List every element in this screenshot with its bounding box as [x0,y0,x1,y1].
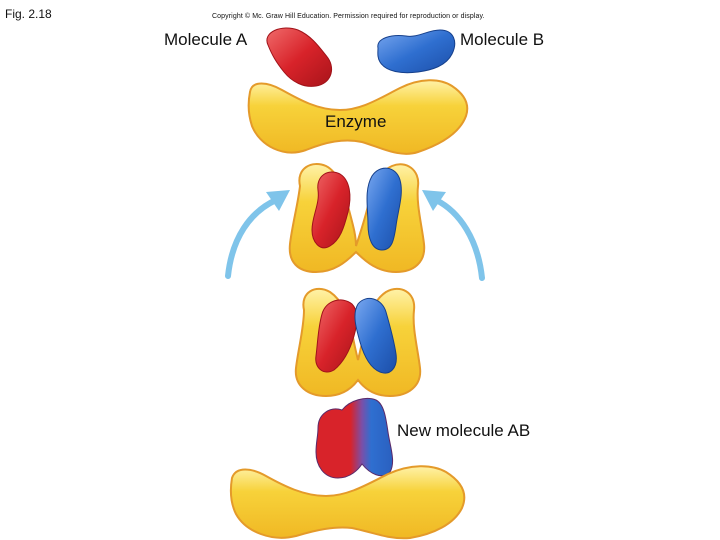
molecule-a-stage3 [315,299,358,373]
molecule-a-label: Molecule A [164,30,248,49]
enzyme-stage1 [247,79,469,155]
molecule-b-stage2 [366,167,402,251]
molecule-b-stage3 [354,297,397,374]
figure-label: Fig. 2.18 [5,7,52,21]
molecule-a-stage2 [311,171,351,249]
curved-arrow-icon [225,190,290,279]
copyright-notice: Copyright © Mc. Graw Hill Education. Per… [212,13,485,20]
new-molecule-label: New molecule AB [397,421,531,440]
molecule-b-label: Molecule B [460,30,545,49]
molecule-a-stage1 [266,27,332,87]
enzyme-stage2 [288,163,426,274]
enzyme-label: Enzyme [325,112,387,131]
enzyme-stage4 [229,465,466,540]
curved-arrow-icon [422,190,485,281]
new-molecule-ab [315,397,394,479]
molecule-b-stage1 [377,29,456,74]
